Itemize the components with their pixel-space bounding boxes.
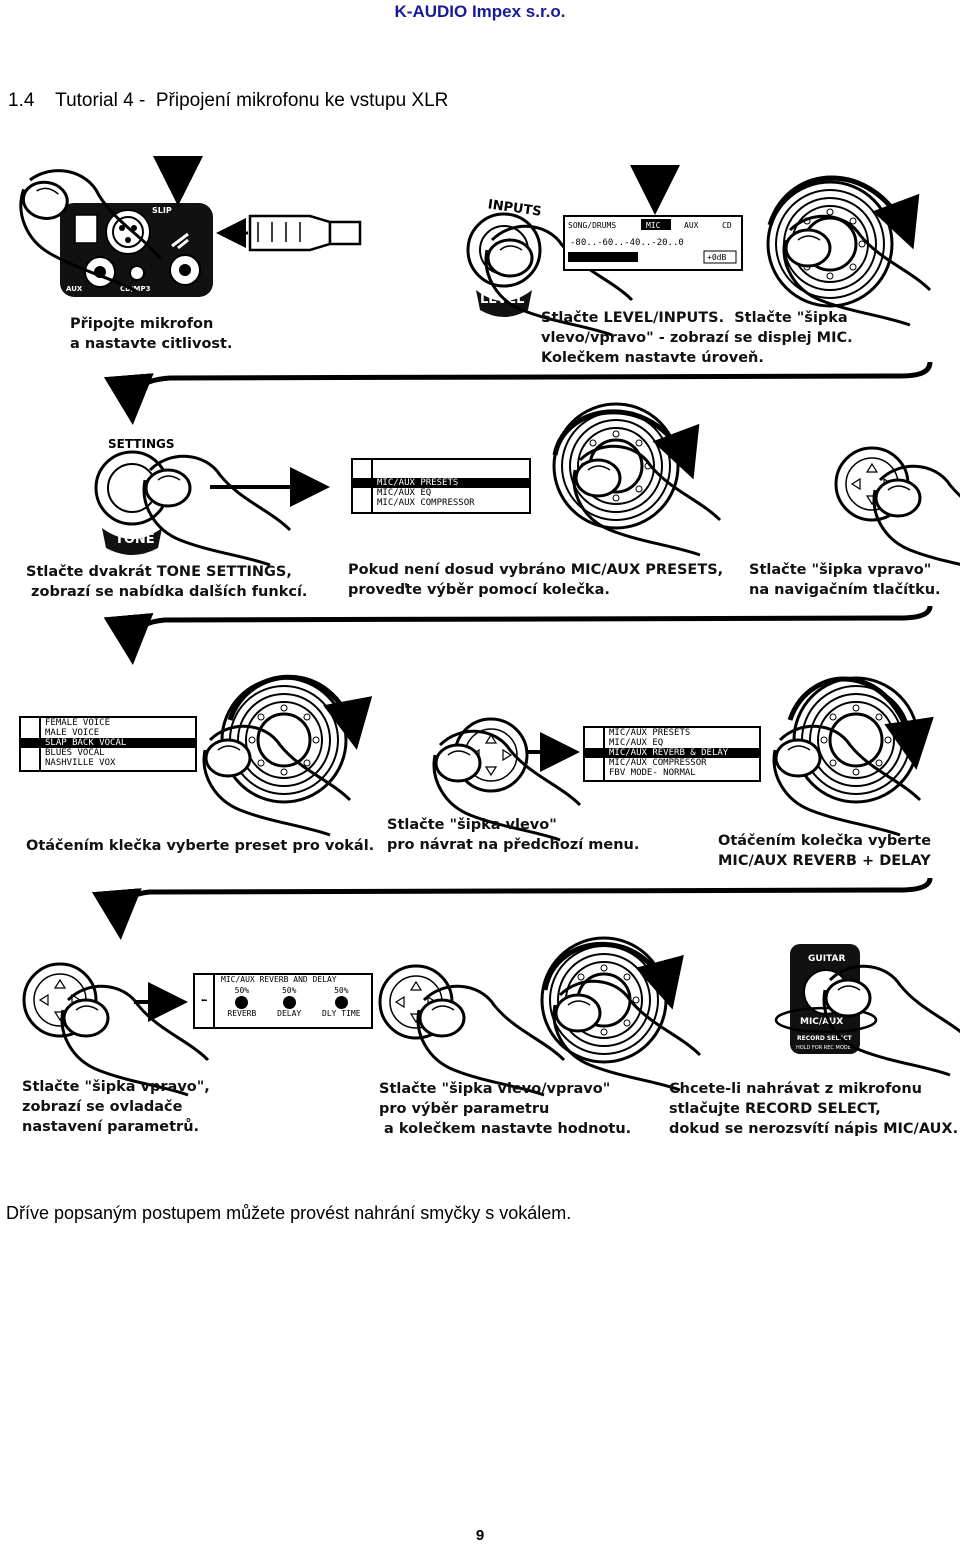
back-arrow-icon: ⬅: [195, 975, 215, 1027]
caption-select-presets: Pokud není dosud vybráno MIC/AUX PRESETS…: [348, 562, 724, 598]
label-inputs: INPUTS: [487, 197, 543, 219]
lcd-tab-aux: AUX: [684, 221, 699, 230]
caption-press-left: Stlačte "šipka vlevo" pro návrat na před…: [387, 817, 640, 853]
label-slip: SLIP: [152, 206, 172, 215]
caption-level-inputs: Stlačte LEVEL/INPUTS. Stlačte "šipka vle…: [541, 310, 853, 366]
reverb-knob: 50% REVERB: [227, 986, 257, 1018]
lcd-scale: -80..-60..-40..-20..0: [570, 238, 684, 248]
delay-time-knob: 50% DLY TIME: [322, 986, 361, 1018]
menu2-item-nashville: NASHVILLE VOX: [45, 758, 116, 768]
caption-press-right: Stlačte "šipka vpravo" na navigačním tla…: [749, 562, 941, 598]
input-level-display: SONG/DRUMS MIC AUX CD -80..-60..-40..-20…: [563, 215, 743, 271]
label-aux: AUX: [66, 285, 83, 293]
menu-display-1: ⬅ MIC/AUX PRESETS MIC/AUX EQ MIC/AUX COM…: [351, 458, 531, 514]
menu3-item-fbv: FBV MODE- NORMAL: [609, 768, 696, 778]
reverb-lcd-title: MIC/AUX REVERB AND DELAY: [221, 975, 337, 984]
caption-connect-mic: Připojte mikrofon a nastavte citlivost.: [70, 316, 233, 352]
label-settings: SETTINGS: [108, 437, 175, 451]
label-guitar: GUITAR: [808, 954, 845, 964]
menu2-item-slapback: SLAP BACK VOCAL: [21, 738, 195, 748]
menu3-item-eq: MIC/AUX EQ: [609, 738, 664, 748]
company-header: K-AUDIO Impex s.r.o.: [394, 2, 566, 21]
lcd-gain: +0dB: [707, 253, 726, 262]
menu3-item-reverb-delay: MIC/AUX REVERB & DELAY: [585, 748, 759, 758]
menu-display-2: ⬅ FEMALE VOICE MALE VOICE SLAP BACK VOCA…: [19, 716, 197, 772]
page-number: 9: [475, 1527, 485, 1544]
footer-note: Dříve popsaným postupem můžete provést n…: [6, 1203, 572, 1223]
caption-record-select: Chcete-li nahrávat z mikrofonu stlačujte…: [669, 1081, 959, 1137]
menu3-item-presets: MIC/AUX PRESETS: [609, 728, 691, 738]
back-arrow-icon: ⬅: [353, 460, 373, 512]
caption-select-vocal-preset: Otáčením klečka vyberte preset pro vokál…: [26, 838, 375, 854]
delay-knob: 50% DELAY: [277, 986, 302, 1018]
menu2-item-male: MALE VOICE: [45, 728, 100, 738]
caption-adjust-parameter: Stlačte "šipka vlevo/vpravo" pro výběr p…: [379, 1081, 632, 1137]
caption-select-reverb-delay: Otáčením kolečka vyberte MIC/AUX REVERB …: [718, 833, 932, 869]
label-hold-rec: HOLD FOR REC MODE: [796, 1045, 851, 1051]
back-arrow-icon: ⬅: [585, 728, 605, 780]
menu3-item-compressor: MIC/AUX COMPRESSOR: [609, 758, 707, 768]
menu1-item-compressor: MIC/AUX COMPRESSOR: [377, 498, 475, 508]
xlr-plug: [248, 214, 362, 252]
label-tone: TONE: [115, 532, 155, 547]
input-jack-panel: SLIP AUX CD/MP3: [60, 203, 213, 297]
menu1-item-presets: MIC/AUX PRESETS: [353, 478, 529, 488]
lcd-tab-mic: MIC: [646, 221, 661, 230]
section-title: 1.4 Tutorial 4 - Připojení mikrofonu ke …: [8, 90, 449, 111]
menu1-item-eq: MIC/AUX EQ: [377, 488, 432, 498]
menu2-item-blues: BLUES VOCAL: [45, 748, 105, 758]
label-mic-aux: MIC/AUX: [800, 1017, 843, 1027]
reverb-delay-display: ⬅ MIC/AUX REVERB AND DELAY 50% REVERB 50…: [193, 973, 373, 1029]
lcd-tab-song: SONG/DRUMS: [568, 221, 616, 230]
menu-display-3: ⬅ MIC/AUX PRESETS MIC/AUX EQ MIC/AUX REV…: [583, 726, 761, 782]
label-level: LEVEL: [480, 292, 524, 307]
lcd-tab-cd: CD: [722, 221, 732, 230]
back-arrow-icon: ⬅: [21, 718, 41, 770]
caption-tone-settings: Stlačte dvakrát TONE SETTINGS, zobrazí s…: [26, 564, 308, 600]
caption-show-controls: Stlačte "šipka vpravo", zobrazí se ovlad…: [22, 1079, 210, 1135]
menu2-item-female: FEMALE VOICE: [45, 718, 111, 728]
label-record-select: RECORD SELECT: [797, 1035, 853, 1042]
